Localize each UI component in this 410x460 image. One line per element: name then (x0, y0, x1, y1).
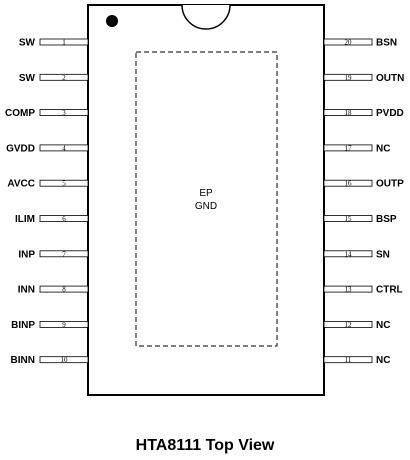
pin-16: 16 OUTP (323, 179, 404, 190)
pin-lead (39, 73, 89, 81)
pin-3: 3 COMP (5, 108, 89, 119)
pin-5: 5 AVCC (7, 179, 89, 190)
pin-lead (323, 144, 373, 152)
pin-name: PVDD (376, 108, 404, 119)
exposed-pad-outline (135, 51, 278, 347)
pin-lead (323, 179, 373, 187)
pin-number: 11 (345, 356, 352, 364)
pin-lead (323, 215, 373, 222)
pin-name: BINP (11, 320, 35, 331)
pin-6: 6 ILIM (15, 214, 89, 225)
left-pin-row: 1SW2SW3COMP4GVDD5AVCC6ILIM7INP8INN9BINP1… (5, 38, 89, 366)
pin-name: GVDD (6, 143, 35, 154)
pin-name: CTRL (376, 285, 403, 296)
pin-name: OUTP (376, 179, 404, 190)
pin-lead (39, 109, 89, 116)
pin-number: 17 (345, 144, 353, 152)
pin-number: 9 (62, 321, 66, 329)
pin-lead (323, 285, 373, 293)
pin-name: SW (19, 73, 36, 84)
pin-lead (39, 250, 89, 258)
pin-lead (39, 179, 89, 187)
pin-number: 8 (62, 286, 66, 294)
pin-number: 16 (345, 180, 353, 188)
pin-lead (323, 320, 373, 328)
pin-name: SW (19, 38, 36, 49)
pin-lead (39, 38, 89, 46)
pin-lead (323, 73, 373, 81)
package-body (87, 4, 325, 396)
pin-lead (39, 144, 89, 152)
pin-12: 12 NC (323, 320, 390, 331)
pin-number: 13 (345, 286, 353, 294)
pin-15: 15 BSP (323, 214, 397, 225)
pin-number: 20 (345, 39, 353, 47)
pin-lead (323, 38, 373, 46)
pin-name: BSN (376, 38, 397, 49)
pin-lead (323, 250, 373, 258)
pin-10: 10 BINN (11, 355, 89, 366)
pin-lead (323, 356, 373, 364)
pin-9: 9 BINP (11, 320, 89, 331)
pin-number: 19 (345, 74, 353, 82)
pin-number: 5 (62, 180, 66, 188)
pin-11: 11 NC (323, 355, 390, 366)
pin-13: 13 CTRL (323, 285, 403, 296)
exposed-pad-net: GND (195, 201, 217, 212)
orientation-notch (181, 4, 231, 30)
pin-number: 1 (62, 39, 66, 47)
diagram-caption: HTA8111 Top View (135, 437, 275, 454)
pin-2: 2 SW (19, 73, 89, 84)
pin-number: 12 (345, 321, 353, 329)
pin-18: 18 PVDD (323, 108, 404, 119)
pin-name: BINN (11, 355, 35, 366)
pin-name: COMP (5, 108, 35, 119)
pin-name: INN (18, 285, 35, 296)
pin-number: 4 (62, 144, 66, 152)
pin-name: INP (18, 249, 35, 260)
pin-number: 6 (62, 215, 66, 223)
pin-14: 14 SN (323, 249, 390, 260)
pin-name: AVCC (7, 179, 35, 190)
pin-lead (323, 109, 373, 116)
pin-number: 10 (61, 356, 69, 364)
pin-lead (39, 356, 89, 364)
pin-20: 20 BSN (323, 38, 397, 49)
pin-lead (39, 215, 89, 222)
pin-number: 7 (62, 250, 66, 258)
pin-number: 2 (62, 74, 66, 82)
pin-number: 15 (345, 215, 353, 223)
pin-name: BSP (376, 214, 397, 225)
pin-number: 14 (345, 250, 353, 258)
exposed-pad-label: EP (199, 188, 213, 199)
pin-name: NC (376, 320, 390, 331)
pin-17: 17 NC (323, 143, 390, 154)
pin-1: 1 SW (19, 38, 89, 49)
pin-lead (39, 320, 89, 328)
pin-lead (39, 285, 89, 293)
pin-name: NC (376, 143, 390, 154)
pin-8: 8 INN (18, 285, 89, 296)
pin-name: ILIM (15, 214, 35, 225)
pin-7: 7 INP (18, 249, 89, 260)
pin-number: 18 (345, 109, 353, 117)
pin-name: NC (376, 355, 390, 366)
pin-name: SN (376, 249, 390, 260)
pin-name: OUTN (376, 73, 404, 84)
pin1-marker-dot (106, 15, 118, 27)
pin-4: 4 GVDD (6, 143, 89, 154)
pin-19: 19 OUTN (323, 73, 404, 84)
pin-number: 3 (62, 109, 66, 117)
